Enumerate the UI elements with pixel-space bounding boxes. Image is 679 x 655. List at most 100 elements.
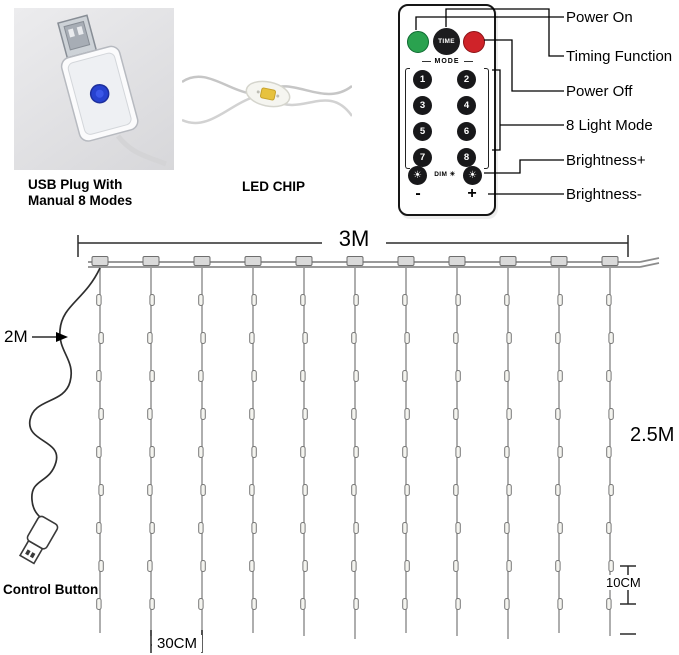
led-chip [96, 294, 102, 306]
led-chip [198, 370, 204, 382]
lead-length-arrow [32, 332, 68, 342]
dim-sun-icon: ☀ [449, 171, 456, 178]
led-chip [608, 484, 614, 496]
wire-clip [499, 256, 517, 266]
lead-length-label: 2M [4, 327, 28, 346]
led-chip [147, 560, 153, 572]
minus-sign: - [415, 185, 421, 202]
led-chip [453, 408, 459, 420]
led-chip [608, 560, 614, 572]
led-chip [300, 294, 306, 306]
led-chip [249, 560, 255, 572]
wire-clip [193, 256, 211, 266]
led-chip [557, 446, 563, 458]
mode-button-2: 2 [457, 70, 476, 89]
brightness-up-icon: ☀ [463, 166, 482, 185]
led-chip [353, 522, 359, 534]
led-chip [453, 560, 459, 572]
mode-button-7: 7 [413, 148, 432, 167]
led-chip [251, 598, 257, 610]
wire-clip [397, 256, 415, 266]
led-chip [149, 598, 155, 610]
usb-caption: USB Plug With Manual 8 Modes [28, 177, 132, 208]
led-chip [555, 408, 561, 420]
led-chip [302, 332, 308, 344]
wire-clip [550, 256, 568, 266]
led-chip [198, 598, 204, 610]
led-chip [506, 560, 512, 572]
led-chip [353, 598, 359, 610]
led-chip [198, 446, 204, 458]
mode-button-4: 4 [457, 96, 476, 115]
mode-dash-left [421, 61, 431, 62]
callout-brightness-plus: Brightness+ [566, 152, 646, 169]
wire-clip [244, 256, 262, 266]
callout-light-mode: 8 Light Mode [566, 117, 653, 134]
led-chip [402, 370, 408, 382]
wire-clip [295, 256, 313, 266]
power-on-button [407, 31, 429, 53]
led-chip [98, 332, 104, 344]
wire-clip [448, 256, 466, 266]
led-chip [557, 294, 563, 306]
led-chip [198, 522, 204, 534]
dim-label-row: DIM ☀ [427, 170, 463, 178]
led-chip [504, 370, 510, 382]
usb-plug-illustration [57, 14, 167, 167]
led-chip [149, 446, 155, 458]
led-chip [249, 484, 255, 496]
led-chip [453, 484, 459, 496]
led-chip [149, 522, 155, 534]
led-chip [251, 370, 257, 382]
power-off-button [463, 31, 485, 53]
led-chip [351, 408, 357, 420]
led-chip-photo [181, 24, 354, 164]
led-chip [200, 484, 206, 496]
led-chip [96, 446, 102, 458]
led-chip [404, 560, 410, 572]
led-chip [606, 294, 612, 306]
led-chip [504, 522, 510, 534]
power-cable [29, 267, 101, 525]
led-chip [200, 560, 206, 572]
led-caption: LED CHIP [242, 179, 306, 194]
led-chip [96, 522, 102, 534]
led-chip [402, 522, 408, 534]
led-chip [147, 332, 153, 344]
led-chip [504, 294, 510, 306]
led-chip [96, 370, 102, 382]
led-chip [251, 522, 257, 534]
led-chip [351, 560, 357, 572]
mode-label-row: MODE [400, 58, 494, 65]
top-wire [88, 257, 660, 268]
control-button-label: Control Button [3, 582, 99, 597]
height-dimension-label: 2.5M [630, 424, 675, 446]
led-chip [200, 332, 206, 344]
led-chip [98, 408, 104, 420]
led-chip [404, 408, 410, 420]
usb-caption-line2: Manual 8 Modes [28, 192, 133, 208]
led-chip [302, 484, 308, 496]
led-chip [200, 408, 206, 420]
led-chip [455, 370, 461, 382]
led-chip [353, 446, 359, 458]
led-spacing-label: 10CM [604, 575, 643, 590]
wire-clip [142, 256, 160, 266]
led-chip [147, 408, 153, 420]
led-chip [557, 598, 563, 610]
led-chip [351, 332, 357, 344]
mode-label: MODE [434, 58, 460, 65]
led-chip [402, 446, 408, 458]
led-chip [147, 484, 153, 496]
mode-button-3: 3 [413, 96, 432, 115]
wire-clip [91, 256, 109, 266]
led-chip [606, 446, 612, 458]
callout-power-on: Power On [566, 9, 633, 26]
usb-plug-drawing [18, 515, 59, 565]
mode-button-8: 8 [457, 148, 476, 167]
led-chip-illustration [181, 75, 354, 125]
led-chip [149, 294, 155, 306]
mode-button-5: 5 [413, 122, 432, 141]
curtain-strands [91, 256, 619, 639]
